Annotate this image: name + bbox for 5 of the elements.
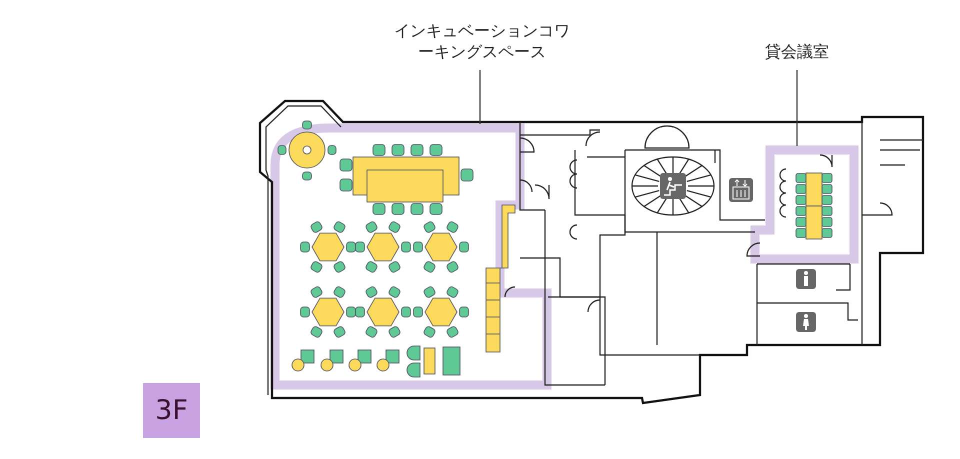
area-label: 貸会議室 <box>752 41 842 63</box>
area-label: インキュベーションコワーキングスペース <box>392 20 572 64</box>
leader-line <box>479 70 481 124</box>
floor-badge: 3F <box>143 383 200 438</box>
leader-line <box>796 70 798 146</box>
